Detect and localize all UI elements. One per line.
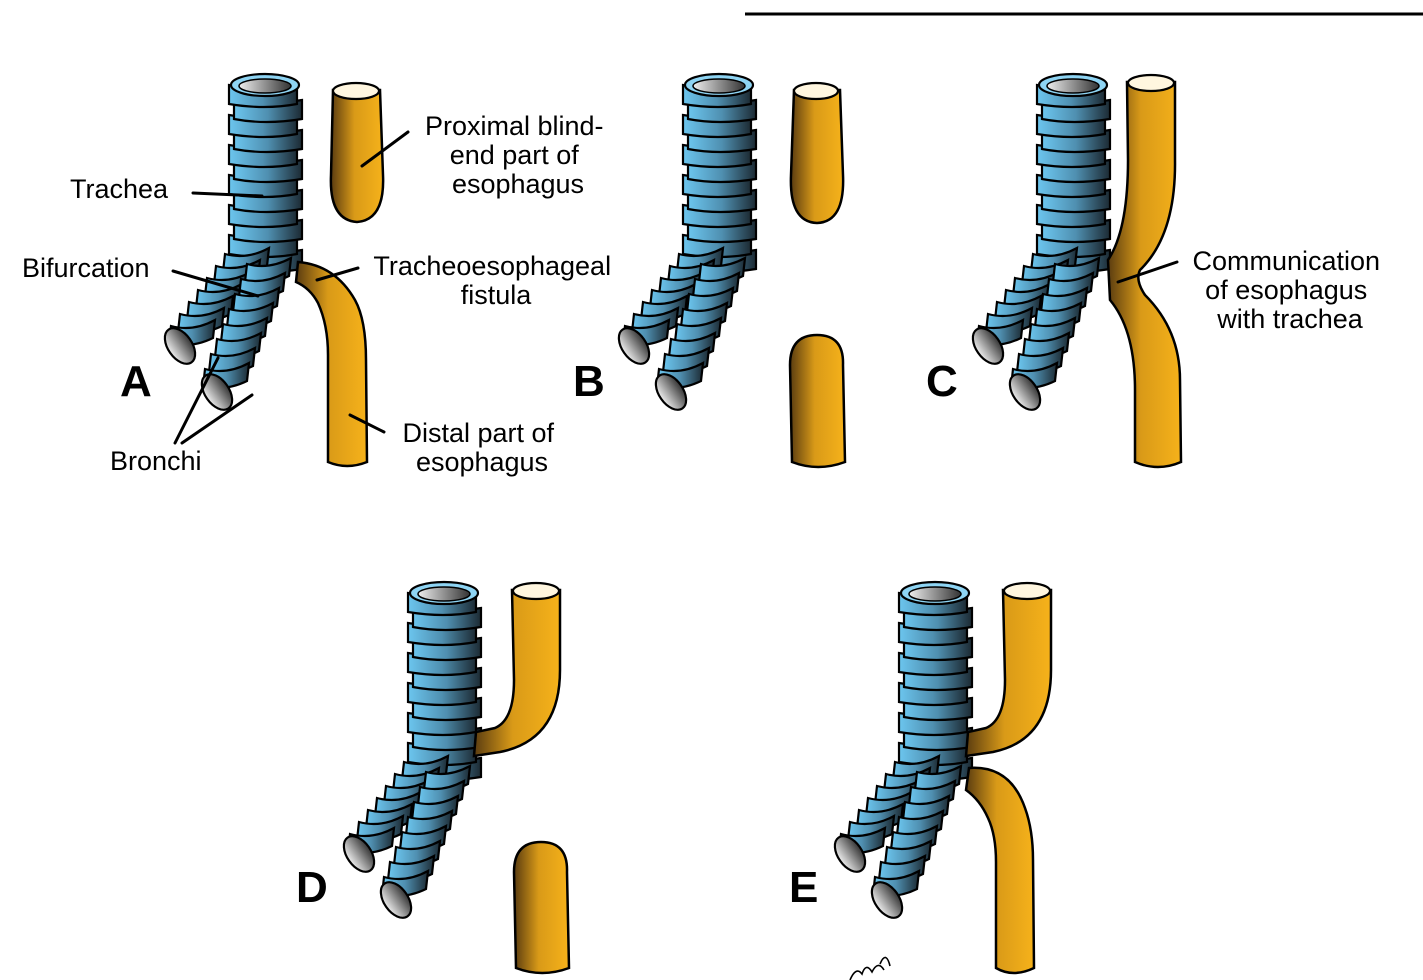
esophagus-lumen-d (511, 581, 561, 601)
label-bronchi: Bronchi (110, 446, 202, 476)
panel-b: B (573, 72, 847, 469)
label-trachea: Trachea (70, 174, 169, 204)
distal-esophagus-e (964, 766, 1036, 975)
proximal-esophagus-d (472, 588, 562, 758)
right-bronchus (870, 764, 963, 919)
bronchus-opening (654, 373, 688, 411)
trachea-lumen (417, 586, 471, 602)
bronchus-opening (833, 835, 867, 873)
label-distal-line2: esophagus (416, 447, 548, 477)
label-proximal-line2: end part of (450, 140, 580, 170)
esophagus-lumen-e (1002, 581, 1052, 601)
bronchus-opening (870, 881, 904, 919)
right-bronchus (379, 764, 472, 919)
panel-a: A Trachea Bifurcation Bronchi Proximal b… (22, 72, 618, 477)
label-fistula: Tracheoesophageal fistula (373, 251, 618, 310)
esophagus-lumen-a (331, 81, 381, 101)
bronchus-opening (1008, 373, 1042, 411)
trachea-lumen (1046, 78, 1100, 94)
bronchus-opening (200, 373, 234, 411)
label-distal: Distal part of esophagus (402, 418, 561, 477)
trachea-lumen (692, 78, 746, 94)
label-fistula-line1: Tracheoesophageal (373, 251, 611, 281)
label-communication-line1: Communication (1192, 246, 1380, 276)
esophagus-lumen-b (792, 81, 840, 101)
panel-letter-c: C (926, 357, 958, 406)
proximal-esophagus-b (789, 88, 845, 225)
panel-letter-d: D (296, 863, 328, 912)
label-proximal: Proximal blind- end part of esophagus (425, 111, 611, 199)
trachea-lumen (238, 78, 292, 94)
label-communication-line2: of esophagus (1205, 275, 1367, 305)
right-bronchus (1008, 256, 1101, 411)
panel-letter-e: E (789, 863, 818, 912)
distal-esophagus-a (294, 260, 369, 468)
distal-esophagus-b (788, 333, 847, 469)
label-communication: Communication of esophagus with trachea (1192, 246, 1387, 334)
esophagus-lumen-c (1126, 73, 1176, 93)
trachea-d (342, 580, 483, 919)
label-communication-line3: with trachea (1216, 304, 1364, 334)
panel-c: C Communication of esophagus with trache… (926, 72, 1387, 469)
label-proximal-line3: esophagus (452, 169, 584, 199)
trachea-b (617, 72, 758, 411)
artist-signature (849, 956, 891, 980)
proximal-esophagus-a (329, 88, 385, 224)
bronchus-opening (163, 327, 197, 365)
panel-d: D (296, 580, 571, 975)
trachea-e (833, 580, 974, 919)
label-proximal-line1: Proximal blind- (425, 111, 604, 141)
right-bronchus (654, 256, 747, 411)
continuous-esophagus-c (1106, 80, 1183, 469)
label-bifurcation: Bifurcation (22, 253, 150, 283)
trachea-lumen (908, 586, 962, 602)
trachea-a (163, 72, 304, 411)
distal-esophagus-d (512, 840, 571, 975)
label-fistula-line2: fistula (461, 280, 533, 310)
right-bronchus (200, 256, 293, 411)
left-bronchus (617, 246, 725, 365)
panel-e: E (789, 580, 1053, 980)
panel-letter-a: A (120, 357, 152, 406)
trachea-c (971, 72, 1112, 411)
label-distal-line1: Distal part of (402, 418, 554, 448)
bronchus-opening (379, 881, 413, 919)
proximal-esophagus-e (964, 588, 1053, 758)
bronchus-opening (971, 327, 1005, 365)
bronchus-opening (342, 835, 376, 873)
bronchus-opening (617, 327, 651, 365)
panel-letter-b: B (573, 357, 605, 406)
